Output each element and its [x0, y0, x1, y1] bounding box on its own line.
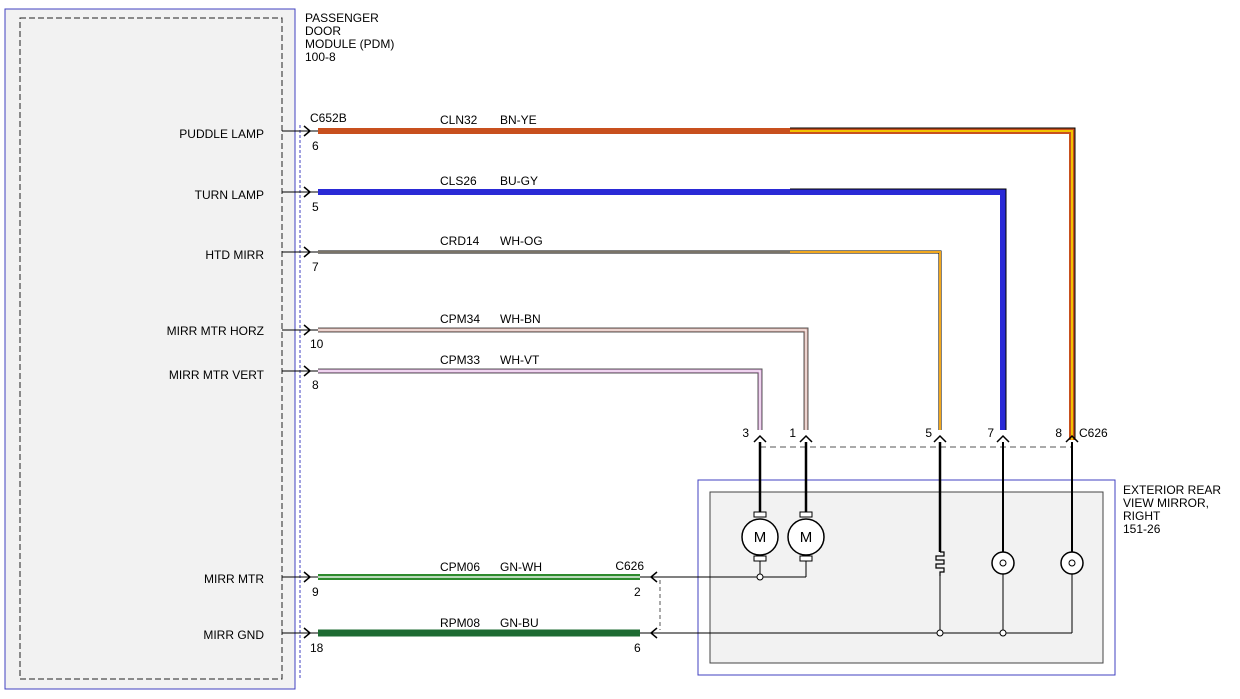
- wire-mirr-mtr-vert: [318, 368, 763, 430]
- circuit-label-mirr-mtr: MIRR MTR: [204, 572, 264, 586]
- mirror-bottom-connector-arrows: [640, 571, 658, 639]
- circuit-label-mirr-gnd: MIRR GND: [203, 628, 264, 642]
- circuit-id-puddle-lamp: CLN32: [440, 113, 478, 127]
- module-connector-arrows: [282, 125, 318, 639]
- module-pin-mirr-mtr-horz: 10: [310, 337, 324, 351]
- mirror-top-connector-label: C626: [1079, 426, 1108, 440]
- module-inner-dashed: [19, 17, 283, 680]
- wire-mirr-mtr-vert-core: [318, 370, 761, 430]
- motor-vert: [741, 511, 779, 562]
- module-connector-label: C652B: [310, 111, 347, 125]
- motor-horz: [787, 511, 825, 562]
- module-pin-turn-lamp: 5: [312, 200, 319, 214]
- circuit-id-mirr-mtr-horz: CPM34: [440, 312, 480, 326]
- wire-puddle-lamp-edge: [790, 127, 1076, 440]
- wire-turn-lamp-edge: [790, 188, 1007, 430]
- wire-mirr-mtr-horz-core: [318, 329, 807, 430]
- mirror-internal-wires: [656, 442, 1073, 634]
- circuit-id-turn-lamp: CLS26: [440, 174, 477, 188]
- circuit-color-mirr-mtr-vert: WH-VT: [500, 353, 540, 367]
- module-pin-mirr-mtr: 9: [312, 585, 319, 599]
- circuit-color-turn-lamp: BU-GY: [500, 174, 538, 188]
- mirror-top-pin-5: 5: [925, 426, 932, 440]
- motor-horz-symbol: M: [800, 529, 813, 546]
- module-pin-htd-mirr: 7: [312, 260, 319, 274]
- mirror-bottom-connector-label: C626: [615, 559, 644, 573]
- wire-htd-mirr-stripe: [790, 251, 941, 430]
- module-title-3: MODULE (PDM): [305, 37, 394, 51]
- circuit-label-htd-mirr: HTD MIRR: [205, 248, 264, 262]
- mirror-title-2: VIEW MIRROR,: [1123, 496, 1209, 510]
- module-pin-puddle-lamp: 6: [312, 139, 319, 153]
- mirror-title-3: RIGHT: [1123, 509, 1161, 523]
- mirror-top-pin-3: 3: [742, 426, 749, 440]
- mirror-bottom-pin-6: 6: [634, 641, 641, 655]
- mirror-top-connector-arrows: [753, 434, 1079, 443]
- wire-mirr-mtr-horz-inner: [318, 328, 808, 430]
- heater-element: [935, 551, 945, 576]
- mirror-bottom-pin-2: 2: [634, 585, 641, 599]
- mirror-title-1: EXTERIOR REAR: [1123, 483, 1221, 497]
- wire-mirr-mtr-vert-inner: [318, 369, 762, 430]
- module-pin-mirr-gnd: 18: [310, 641, 324, 655]
- puddle-lamp-bulb: [1060, 551, 1084, 575]
- junction-dots: [756, 573, 1007, 637]
- wire-puddle-lamp: [318, 128, 1075, 440]
- turn-lamp-bulb: [991, 551, 1015, 575]
- motor-vert-symbol: M: [754, 529, 767, 546]
- circuit-label-turn-lamp: TURN LAMP: [195, 188, 264, 202]
- circuit-label-mirr-mtr-horz: MIRR MTR HORZ: [167, 324, 264, 338]
- module-title-4: 100-8: [305, 50, 336, 64]
- module-box: [4, 8, 296, 690]
- module-pin-mirr-mtr-vert: 8: [312, 378, 319, 392]
- wire-mirr-mtr-horz: [318, 327, 809, 430]
- circuit-label-puddle-lamp: PUDDLE LAMP: [179, 127, 264, 141]
- mirror-top-pin-7: 7: [987, 426, 994, 440]
- module-title-1: PASSENGER: [305, 11, 379, 25]
- circuit-color-mirr-gnd: GN-BU: [500, 616, 539, 630]
- wire-turn-lamp: [318, 189, 1006, 430]
- circuit-label-mirr-mtr-vert: MIRR MTR VERT: [169, 368, 265, 382]
- wire-puddle-lamp-stripe: [790, 130, 1073, 440]
- circuit-id-mirr-mtr: CPM06: [440, 560, 480, 574]
- circuit-id-mirr-gnd: RPM08: [440, 616, 480, 630]
- mirror-title-4: 151-26: [1123, 522, 1161, 536]
- circuit-color-htd-mirr: WH-OG: [500, 234, 543, 248]
- circuit-id-mirr-mtr-vert: CPM33: [440, 353, 480, 367]
- mirror-top-pin-8: 8: [1055, 426, 1062, 440]
- wire-htd-mirr: [318, 250, 942, 430]
- circuit-color-mirr-mtr-horz: WH-BN: [500, 312, 541, 326]
- module-title-2: DOOR: [305, 24, 341, 38]
- circuit-color-mirr-mtr: GN-WH: [500, 560, 542, 574]
- circuit-id-htd-mirr: CRD14: [440, 234, 480, 248]
- mirror-top-pin-1: 1: [789, 426, 796, 440]
- circuit-color-puddle-lamp: BN-YE: [500, 113, 537, 127]
